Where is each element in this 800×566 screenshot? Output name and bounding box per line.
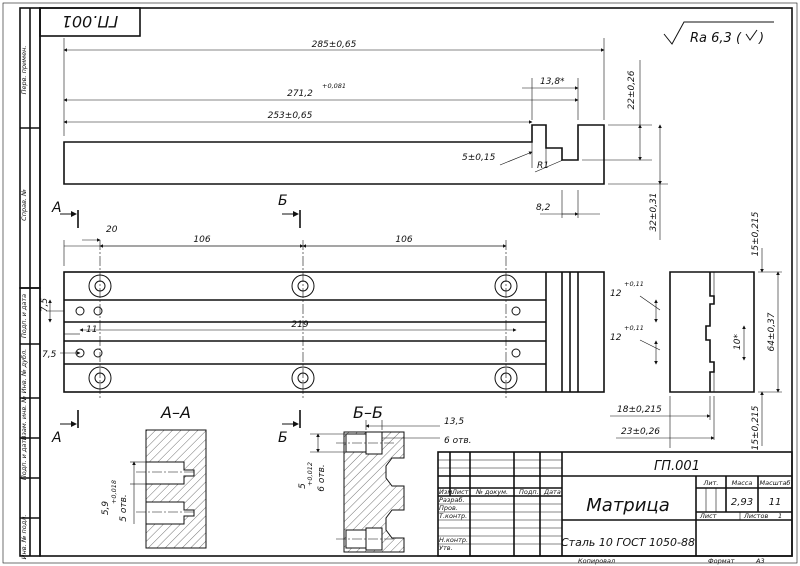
side-label-perv-primen: Перв. примен. bbox=[20, 46, 28, 95]
holes-6-b: 6 отв. bbox=[444, 436, 472, 446]
tb-scale: 11 bbox=[769, 497, 782, 508]
roughness-mark: Ra 6,3 ( ) bbox=[663, 21, 774, 46]
inverted-stamp-text: ГП.001 bbox=[62, 12, 119, 31]
dim-7-5-a: 7,5 bbox=[40, 298, 50, 313]
tb-material: Сталь 10 ГОСТ 1050-88 bbox=[561, 536, 695, 549]
dim-12-a-tol: +0,11 bbox=[624, 280, 644, 288]
tb-hdr-izm: Изм. bbox=[439, 488, 454, 496]
pin-hole-6 bbox=[511, 348, 521, 358]
tb-mass: 2,93 bbox=[731, 497, 753, 508]
plan-dims: 20 106 106 219 11 7,5 7,5 bbox=[40, 225, 517, 360]
plan-view bbox=[63, 240, 605, 398]
tb-row-utv: Утв. bbox=[439, 544, 453, 552]
dim-32: 32±0,31 bbox=[649, 192, 659, 231]
side-label-inv-podl: Инв. № подл. bbox=[20, 515, 28, 560]
dim-8-2: 8,2 bbox=[536, 203, 551, 213]
dim-10: 10* bbox=[733, 334, 743, 350]
marker-b-top: Б bbox=[278, 193, 288, 209]
dim-106-a: 106 bbox=[193, 235, 210, 245]
side-label-sprav: Справ. № bbox=[20, 189, 28, 221]
tb-row-prov: Пров. bbox=[439, 504, 458, 512]
tb-col-mass: Масса bbox=[732, 479, 753, 487]
tb-format: Формат bbox=[708, 557, 735, 565]
section-bb-title: Б–Б bbox=[353, 403, 383, 422]
dim-r1: R1 bbox=[537, 161, 549, 171]
marker-a-bottom: А bbox=[51, 430, 62, 446]
section-aa: А–А 5,9 +0,018 5 отв. bbox=[101, 403, 207, 549]
dim-22: 22±0,26 bbox=[627, 70, 637, 109]
tb-format-val: А3 bbox=[755, 557, 765, 565]
tb-sheet: Лист bbox=[699, 512, 717, 520]
pin-hole-1 bbox=[75, 306, 85, 316]
tb-row-tkontr: Т.контр. bbox=[439, 512, 467, 520]
top-dims: 285±0,65 271,2 +0,081 253±0,65 13,8* 22±… bbox=[63, 40, 662, 240]
marker-a-top: А bbox=[51, 200, 62, 216]
tb-row-razrab: Разраб. bbox=[439, 496, 465, 504]
side-label-podp-data-2: Подп. и дата bbox=[20, 436, 28, 480]
tb-part-name: Матрица bbox=[586, 495, 669, 516]
side-label-inv-dubl: Инв. № дубл. bbox=[20, 349, 28, 393]
pin-hole-3 bbox=[511, 306, 521, 316]
dim-285: 285±0,65 bbox=[312, 40, 357, 50]
dim-23: 23±0,26 bbox=[621, 427, 660, 437]
tb-copied: Копировал bbox=[578, 557, 615, 565]
top-view bbox=[63, 38, 668, 218]
holes-6-a: 6 отв. bbox=[317, 464, 327, 492]
section-markers: А А Б Б bbox=[51, 193, 301, 446]
tb-sheets: Листов bbox=[743, 512, 768, 520]
dim-13-8: 13,8* bbox=[540, 77, 565, 87]
tb-hdr-list: Лист bbox=[451, 488, 469, 496]
dim-5-9-tol: +0,018 bbox=[110, 480, 118, 504]
marker-b-bottom: Б bbox=[278, 430, 288, 446]
dim-5: 5 bbox=[298, 483, 308, 489]
dim-12-a: 12 bbox=[610, 289, 622, 299]
dim-15-a: 15±0,215 bbox=[751, 211, 761, 256]
dim-219: 219 bbox=[291, 320, 308, 330]
dim-5: 5±0,15 bbox=[462, 153, 496, 163]
roughness-close: ) bbox=[758, 31, 764, 46]
dim-15-b: 15±0,215 bbox=[751, 405, 761, 450]
dim-7-5-b: 7,5 bbox=[42, 350, 57, 360]
dim-11: 11 bbox=[86, 325, 97, 335]
dim-271-tol: +0,081 bbox=[322, 82, 346, 90]
roughness-label: Ra 6,3 ( bbox=[690, 31, 742, 46]
dim-12-b: 12 bbox=[610, 333, 622, 343]
side-label-podp-data-1: Подп. и дата bbox=[20, 294, 28, 338]
holes-5: 5 отв. bbox=[119, 494, 129, 522]
left-side-strips: Перв. примен. Справ. № Подп. и дата Инв.… bbox=[19, 7, 41, 560]
side-view bbox=[669, 271, 755, 393]
pin-hole-2 bbox=[93, 306, 103, 316]
tb-sheets-count: 1 bbox=[778, 512, 782, 520]
tb-hdr-doc: № докум. bbox=[475, 488, 508, 496]
pin-hole-5 bbox=[93, 348, 103, 358]
section-aa-title: А–А bbox=[160, 403, 191, 422]
dim-253: 253±0,65 bbox=[268, 111, 313, 121]
tb-hdr-date: Дата bbox=[543, 488, 561, 496]
dim-271-main: 271,2 bbox=[287, 89, 313, 99]
tb-hdr-sign: Подп. bbox=[519, 488, 539, 496]
tb-col-scale: Масштаб bbox=[760, 479, 791, 487]
section-bb: Б–Б 5 +0,012 6 отв. 13,5 6 отв. bbox=[298, 403, 472, 553]
tb-code: ГП.001 bbox=[654, 459, 700, 474]
dim-20: 20 bbox=[106, 225, 118, 235]
tb-row-nkontr: Н.контр. bbox=[439, 536, 468, 544]
dim-64: 64±0,37 bbox=[767, 312, 777, 351]
dim-5-tol: +0,012 bbox=[306, 462, 314, 486]
title-block: ГП.001 Матрица Сталь 10 ГОСТ 1050-88 Лит… bbox=[437, 451, 793, 565]
side-label-vzam-inv: Взам. инв. № bbox=[20, 396, 28, 440]
dim-5-9: 5,9 bbox=[101, 501, 111, 516]
tb-col-lit: Лит. bbox=[703, 479, 719, 487]
dim-13-5: 13,5 bbox=[444, 417, 464, 427]
dim-12-b-tol: +0,11 bbox=[624, 324, 644, 332]
side-dims: 12 +0,11 12 +0,11 10* 64±0,37 15±0,215 1… bbox=[610, 211, 782, 450]
dim-106-b: 106 bbox=[395, 235, 412, 245]
dim-18: 18±0,215 bbox=[617, 405, 662, 415]
inverted-stamp: ГП.001 bbox=[39, 7, 141, 37]
